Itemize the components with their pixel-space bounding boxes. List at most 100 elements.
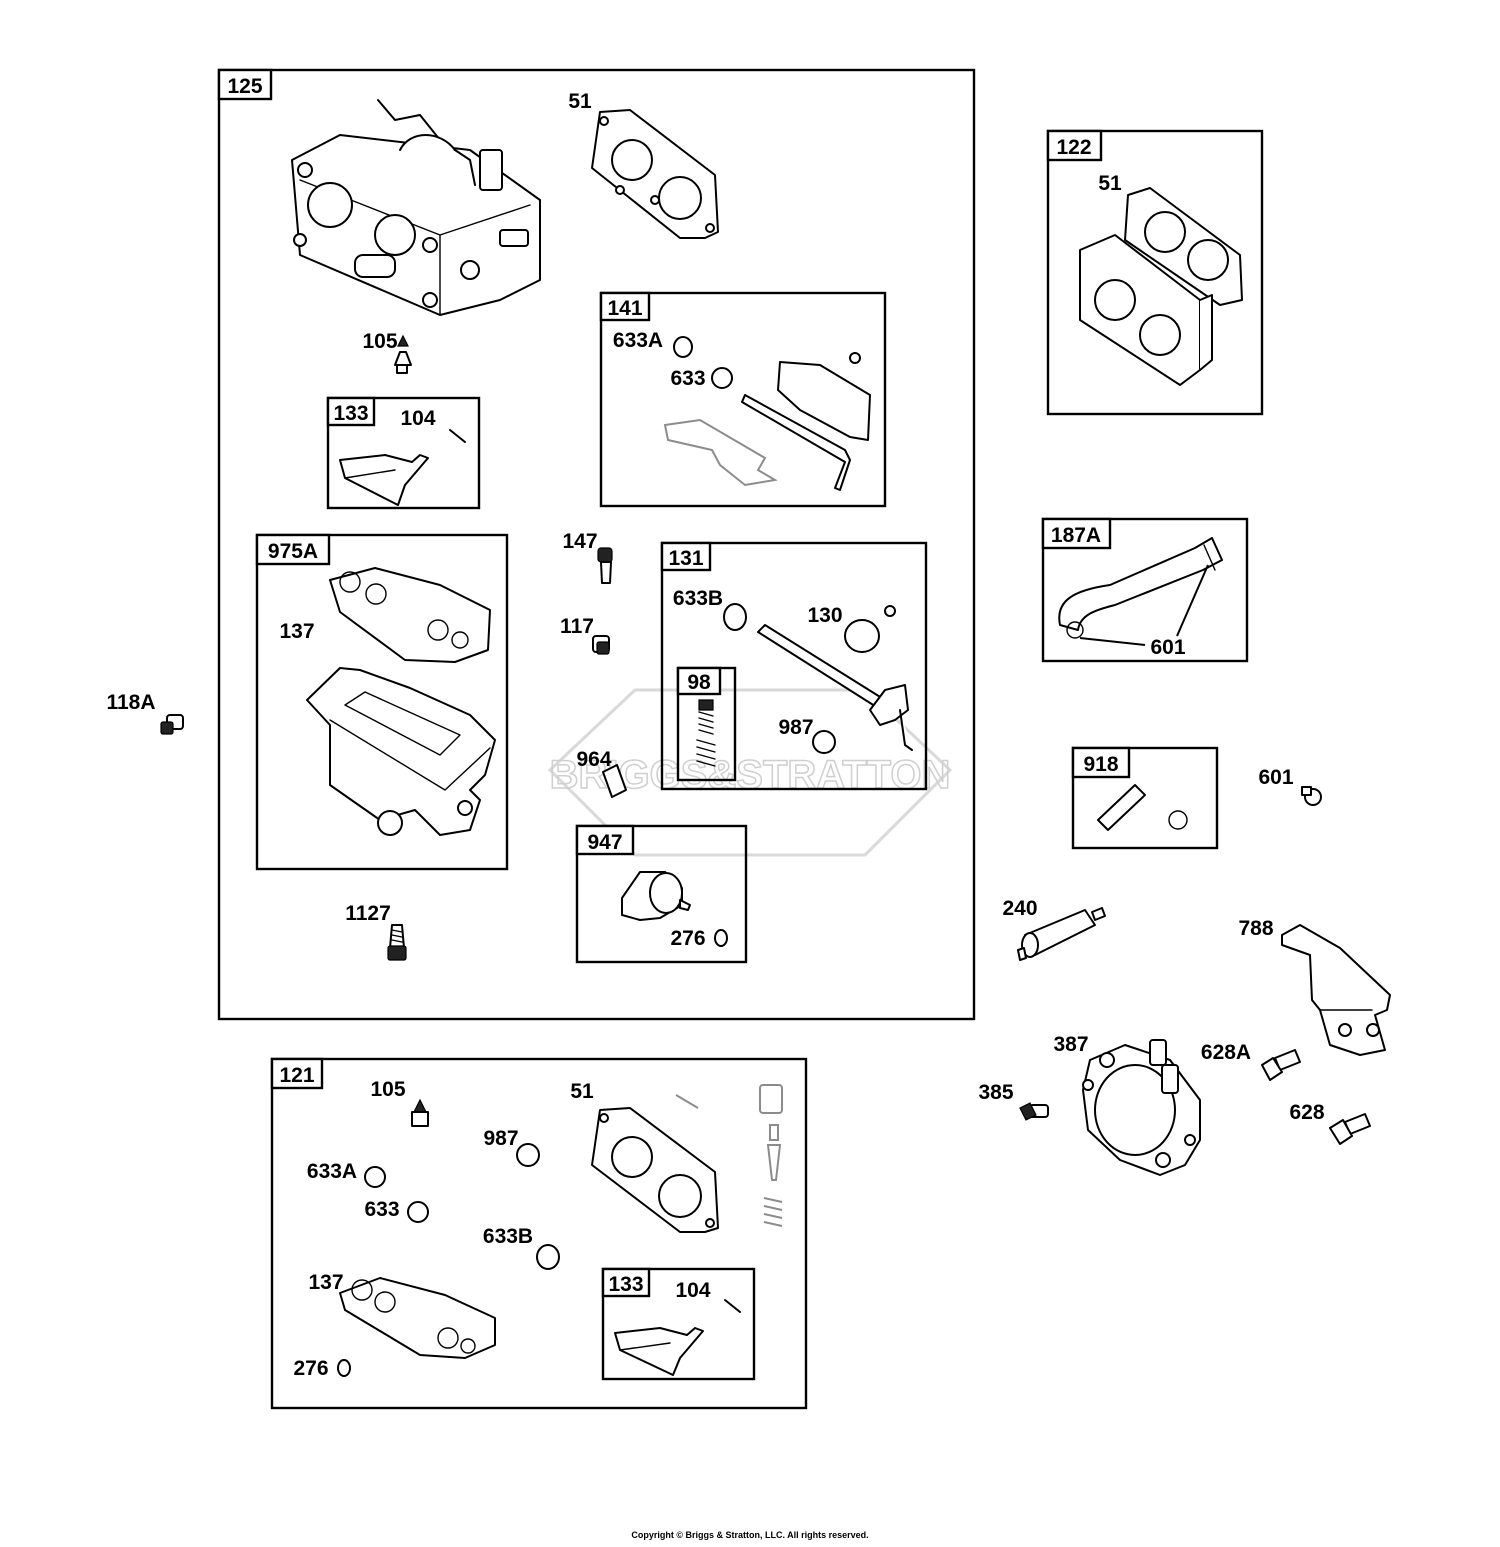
- group-125: 125: [217, 68, 976, 1021]
- label-601-clamp: 601: [1258, 766, 1293, 789]
- label-633a-top: 633A: [613, 329, 663, 352]
- oring-276-kit-part[interactable]: [337, 1359, 351, 1377]
- label-105-top: 105: [362, 330, 397, 353]
- label-788: 788: [1238, 917, 1273, 940]
- inlet-needle-105-kit-part[interactable]: [411, 1098, 429, 1127]
- carburetor-body-part[interactable]: [291, 99, 541, 316]
- nut-385-part[interactable]: [1019, 1102, 1049, 1121]
- solenoid-947-part[interactable]: [621, 871, 728, 947]
- label-51-top: 51: [568, 90, 592, 113]
- group-133-bottom: 133: [601, 1267, 756, 1381]
- label-633-top: 633: [670, 367, 705, 390]
- fuel-hose-187a-part[interactable]: [1058, 537, 1223, 646]
- label-633b-bottom: 633B: [483, 1225, 533, 1248]
- group-975a-tag-box: [255, 533, 331, 566]
- float-133-top-part[interactable]: [339, 429, 466, 506]
- plug-633-kit-part[interactable]: [407, 1201, 429, 1223]
- group-133-top: 133: [326, 396, 481, 510]
- inlet-needle-105-part[interactable]: [394, 334, 412, 374]
- group-918: 918: [1071, 746, 1219, 850]
- group-125-tag-box: [217, 68, 273, 101]
- group-121-frame: [270, 1057, 808, 1410]
- choke-shaft-141-part[interactable]: [663, 336, 871, 491]
- group-122-frame: [1046, 129, 1264, 416]
- group-133-top-frame: [326, 396, 481, 510]
- gasket-51-kit-part[interactable]: [591, 1084, 783, 1233]
- label-147: 147: [562, 530, 597, 553]
- group-141: 141: [599, 291, 887, 508]
- group-975a: 975A: [255, 533, 509, 871]
- group-122-tag-box: [1046, 129, 1103, 162]
- group-131-tag-box: [660, 541, 712, 572]
- bolt-628a-part[interactable]: [1261, 1049, 1301, 1081]
- label-633b-top: 633B: [673, 587, 723, 610]
- label-276-bottom: 276: [293, 1357, 328, 1380]
- gasket-51-top-part[interactable]: [591, 109, 719, 239]
- fuel-pump-387-part[interactable]: [1082, 1039, 1201, 1176]
- group-187a-frame: [1041, 517, 1249, 663]
- label-130: 130: [807, 604, 842, 627]
- plug-118a-part[interactable]: [160, 714, 184, 735]
- label-117: 117: [560, 615, 594, 638]
- group-187a: 187A: [1041, 517, 1249, 663]
- screw-1127-part[interactable]: [387, 924, 407, 961]
- label-1127: 1127: [345, 902, 391, 925]
- gasket-137-kit-part[interactable]: [339, 1277, 496, 1359]
- label-385: 385: [978, 1081, 1013, 1104]
- bracket-788-part[interactable]: [1281, 924, 1391, 1056]
- group-947-tag-box: [575, 824, 635, 856]
- clamp-601-part[interactable]: [1301, 786, 1322, 806]
- group-121-tag-box: [270, 1057, 324, 1090]
- label-628a: 628A: [1201, 1041, 1251, 1064]
- group-122-tag: 122: [1056, 136, 1091, 159]
- group-947-tag: 947: [587, 831, 622, 854]
- group-125-frame: [217, 68, 976, 1021]
- group-918-tag: 918: [1083, 753, 1118, 776]
- label-104-bottom: 104: [675, 1279, 710, 1302]
- group-125-tag: 125: [227, 75, 262, 98]
- idle-jet-147-part[interactable]: [597, 547, 613, 584]
- group-133-top-tag: 133: [333, 402, 368, 425]
- copyright-notice: Copyright © Briggs & Stratton, LLC. All …: [631, 1530, 869, 1540]
- group-133-top-tag-box: [326, 396, 376, 427]
- label-105-bottom: 105: [370, 1078, 405, 1101]
- group-133-bottom-tag: 133: [608, 1273, 643, 1296]
- gasket-spacer-122-part[interactable]: [1079, 187, 1243, 386]
- bushing-987-kit-part[interactable]: [516, 1143, 540, 1167]
- label-987-top: 987: [778, 716, 813, 739]
- group-975a-tag: 975A: [268, 540, 318, 563]
- group-187a-tag: 187A: [1051, 524, 1101, 547]
- group-133-bottom-frame: [601, 1267, 756, 1381]
- group-947-frame: [575, 824, 748, 964]
- throttle-shaft-131-part[interactable]: [723, 603, 913, 754]
- plug-117-part[interactable]: [592, 635, 610, 655]
- label-137-top: 137: [279, 620, 314, 643]
- idle-screw-98-part[interactable]: [696, 699, 716, 767]
- group-122: 122: [1046, 129, 1264, 416]
- group-98: 98: [676, 666, 737, 782]
- label-633-bottom: 633: [364, 1198, 399, 1221]
- fuel-filter-240-part[interactable]: [1017, 907, 1106, 961]
- label-51-right: 51: [1098, 172, 1122, 195]
- group-133-bottom-tag-box: [601, 1267, 651, 1298]
- label-118a: 118A: [106, 691, 155, 714]
- group-187a-tag-box: [1041, 517, 1112, 550]
- group-98-tag: 98: [687, 671, 711, 694]
- group-947: 947: [575, 824, 748, 964]
- group-141-frame: [599, 291, 887, 508]
- hose-918-part[interactable]: [1097, 784, 1188, 831]
- float-133-bottom-part[interactable]: [614, 1299, 741, 1376]
- label-628: 628: [1289, 1101, 1324, 1124]
- bolt-628-part[interactable]: [1329, 1113, 1371, 1145]
- group-975a-frame: [255, 533, 509, 871]
- label-633a-bottom: 633A: [307, 1160, 357, 1183]
- label-137-bottom: 137: [308, 1271, 343, 1294]
- plug-633a-kit-part[interactable]: [364, 1166, 386, 1188]
- group-121: 121: [270, 1057, 808, 1410]
- group-918-frame: [1071, 746, 1219, 850]
- sleeve-964-part[interactable]: [602, 764, 627, 798]
- label-104-top: 104: [400, 407, 435, 430]
- float-bowl-975a-part[interactable]: [306, 567, 496, 836]
- label-276-top: 276: [670, 927, 705, 950]
- seal-633b-kit-part[interactable]: [536, 1244, 560, 1270]
